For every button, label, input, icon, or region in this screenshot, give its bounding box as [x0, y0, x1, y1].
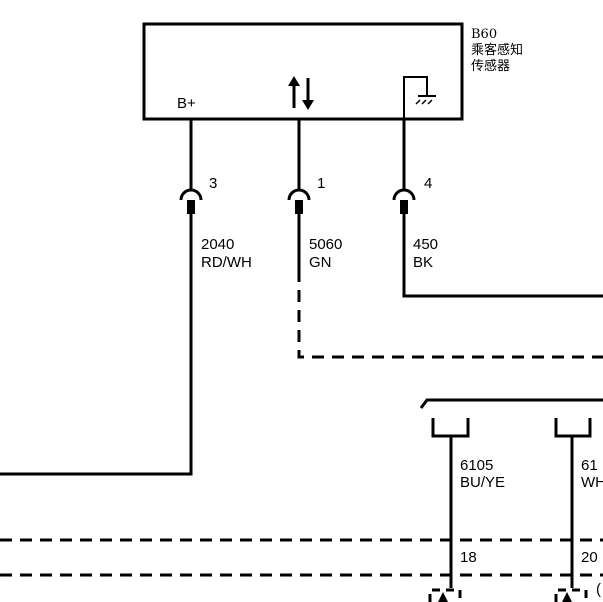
svg-text:(: (: [596, 581, 601, 598]
pin-4-color: BK: [413, 254, 433, 271]
wire-61-circuit: 61: [581, 457, 598, 474]
wire-6105-circuit: 6105: [460, 457, 493, 474]
bottom-connector: (: [428, 581, 601, 602]
pin-1-circuit: 5060: [309, 236, 342, 253]
pin-1-color: GN: [309, 254, 332, 271]
pin-4-number: 4: [424, 175, 432, 192]
power-label: B+: [177, 95, 196, 112]
sensor-box: [142, 22, 464, 121]
pin-3-color: RD/WH: [201, 254, 252, 271]
wire-pin-3: [0, 119, 203, 476]
component-name-line2: 传感器: [471, 58, 510, 74]
component-id: B60: [471, 27, 497, 42]
wire-6105-pin: 18: [460, 549, 477, 566]
up-down-arrows-icon: [288, 76, 314, 110]
component-name-line1: 乘客感知: [471, 42, 523, 58]
wire-6105-color: BU/YE: [460, 474, 505, 491]
pin-3-number: 3: [209, 175, 217, 192]
pin-4-circuit: 450: [413, 236, 438, 253]
wire-61-color: WH: [581, 474, 603, 491]
lower-connector: [419, 398, 603, 588]
pin-1-number: 1: [317, 175, 325, 192]
wire-pin-1: [287, 119, 603, 359]
wire-pin-4: [392, 119, 603, 298]
ground-icon: [403, 76, 436, 120]
pin-3-circuit: 2040: [201, 236, 234, 253]
wire-61-pin: 20: [581, 549, 598, 566]
